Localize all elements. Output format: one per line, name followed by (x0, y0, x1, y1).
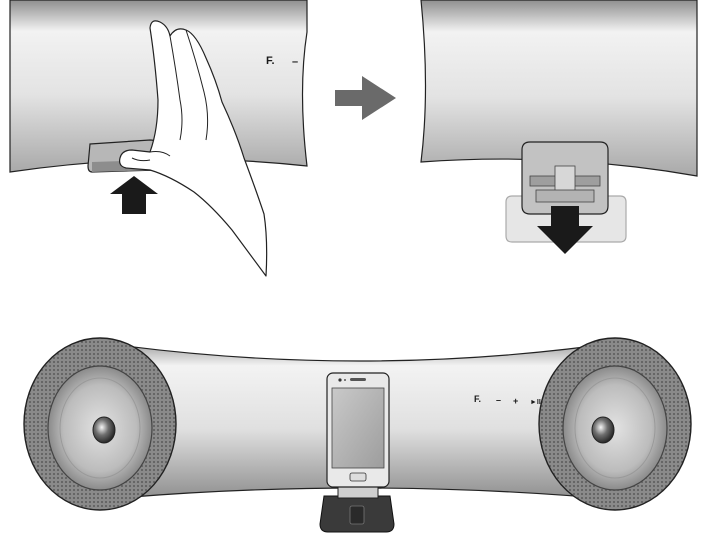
connector-slot (536, 190, 594, 202)
button-label: ►II (530, 399, 541, 406)
speaker-cap-icon (93, 417, 115, 443)
phone-screen (332, 388, 384, 468)
button-label: F. (266, 55, 275, 67)
right-speaker (539, 338, 691, 510)
button-label: – (292, 56, 298, 68)
speaker-cap-icon (592, 417, 614, 443)
button-label: – (496, 395, 501, 405)
button-label: + (513, 396, 518, 406)
smartphone (327, 373, 389, 487)
step1-panel: F. – (10, 0, 307, 276)
phone-sensor (344, 379, 346, 381)
dock-base-slot (350, 506, 364, 524)
arrow-right-icon (335, 76, 396, 120)
arrow-up-icon (110, 176, 158, 214)
full-speaker-panel: F. – + ►II (24, 338, 691, 532)
button-label: F. (474, 394, 481, 404)
left-speaker (24, 338, 176, 510)
phone-speaker-slot (350, 378, 366, 381)
phone-camera (338, 378, 341, 381)
step2-panel (421, 0, 697, 254)
phone-home-button (350, 473, 366, 481)
